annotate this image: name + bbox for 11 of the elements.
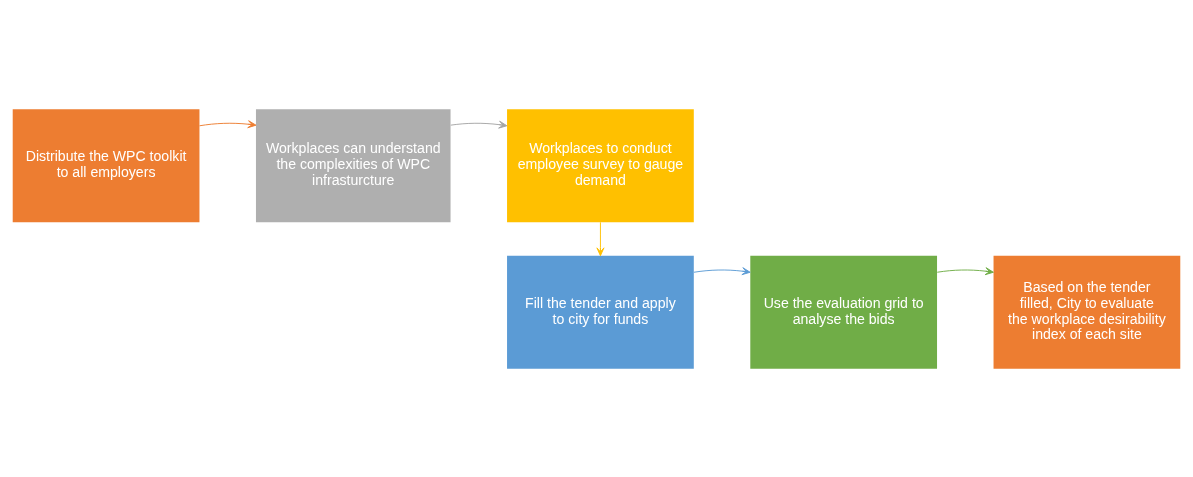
arrow (596, 221, 605, 256)
node-box: Workplaces to conduct employee survey to gauge demand (507, 108, 694, 222)
node-box: Workplaces can understand the complexities of WPC infrasturcture (255, 108, 451, 222)
arrow (693, 266, 751, 275)
node-box: Use the evaluation grid to analyse the bids (750, 255, 938, 369)
node-box: Fill the tender and apply to city for funds (507, 255, 694, 369)
node-box: Based on the tender filled, City to evaluate the workplace desirability index of each site (993, 255, 1181, 369)
arrow (936, 266, 994, 275)
arrow (450, 120, 508, 129)
node-box: Distribute the WPC toolkit to all employers (12, 108, 200, 222)
arrow (199, 119, 257, 128)
